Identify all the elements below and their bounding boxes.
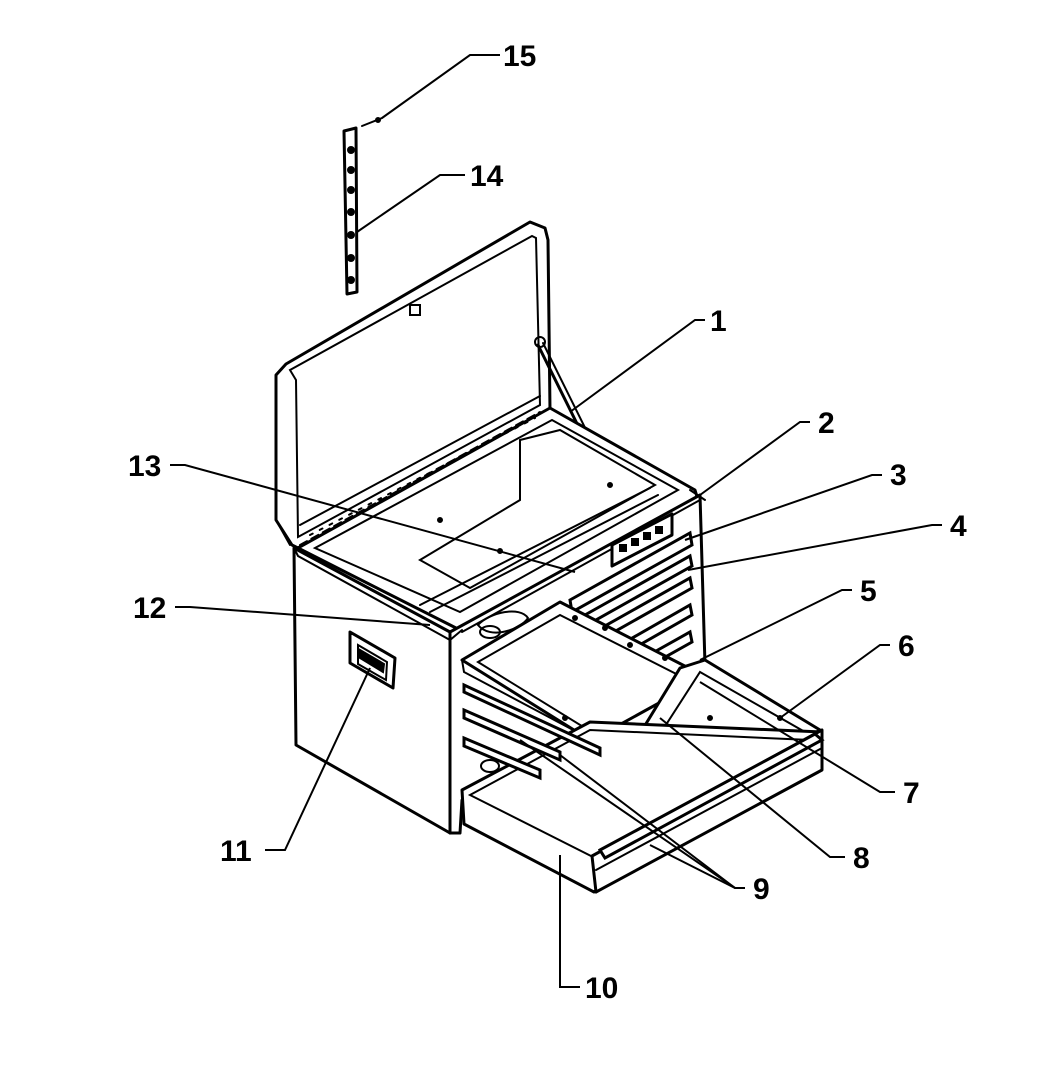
leader-6 [779,644,890,719]
callout-3: 3 [890,459,907,492]
callout-5: 5 [860,575,877,608]
hinge-pin-part [361,117,383,127]
chest-lid [274,220,552,550]
callout-6: 6 [898,630,915,663]
callout-9: 9 [753,873,770,906]
leader-2 [699,421,810,496]
callout-12: 12 [133,592,166,625]
leader-14 [356,174,465,233]
leader-12 [175,606,431,626]
callout-labels: 1 2 3 4 5 6 7 8 9 10 11 12 13 14 15 [128,40,967,1005]
leader-11 [265,667,371,851]
callout-4: 4 [950,510,967,543]
leader-7 [699,681,895,793]
hinge-strip-part [342,126,359,296]
leader-15 [381,54,500,119]
callout-14: 14 [470,160,504,193]
large-bottom-drawer-part [460,682,825,894]
callout-10: 10 [585,972,618,1005]
leader-9b [559,754,736,889]
callout-15: 15 [503,40,536,73]
callout-2: 2 [818,407,835,440]
callout-1: 1 [710,305,727,338]
callout-8: 8 [853,842,870,875]
leader-3 [684,474,882,541]
leader-9c [649,844,736,889]
leader-1 [569,319,705,413]
leader-13 [170,464,576,573]
leader-8 [659,717,845,858]
callout-leaders [170,54,942,988]
callout-13: 13 [128,450,161,483]
leader-5 [699,589,852,661]
side-handle-part [348,630,397,690]
callout-7: 7 [903,777,920,810]
front-badge-part [610,512,674,568]
callout-11: 11 [220,835,252,868]
leader-10 [559,855,580,988]
leader-4 [687,524,942,571]
